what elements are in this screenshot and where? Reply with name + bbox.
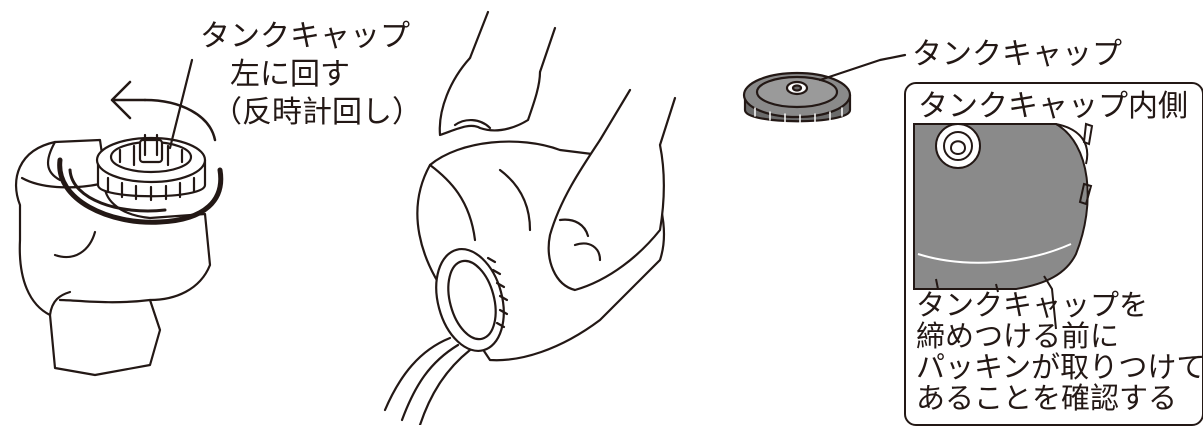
note-line: パッキンが取りつけて <box>916 352 1203 383</box>
note-line: 締めつける前に <box>916 321 1203 352</box>
inset-title: タンクキャップ内側 <box>918 92 1188 122</box>
cap-label-left: タンクキャップ <box>200 22 410 52</box>
tank-cap-icon <box>744 73 850 123</box>
counterclockwise-label: （反時計回し） <box>212 98 422 128</box>
hands-pouring-illustration <box>385 12 675 425</box>
cap-label-leader <box>820 55 905 80</box>
rotate-left-arrow-icon <box>112 82 215 140</box>
note-line: あることを確認する <box>916 383 1203 414</box>
turn-left-label: 左に回す <box>230 60 350 90</box>
gasket-check-note: タンクキャップを 締めつける前に パッキンが取りつけて あることを確認する <box>916 290 1203 414</box>
cap-label-right: タンクキャップ <box>912 40 1122 70</box>
cap-inner-view-panel: タンクキャップ内側 タンクキャップを 締めつける前に パッキンが取りつけて ある… <box>904 82 1203 426</box>
tank-cap-on-tank <box>97 135 205 200</box>
note-line: タンクキャップを <box>916 290 1203 321</box>
